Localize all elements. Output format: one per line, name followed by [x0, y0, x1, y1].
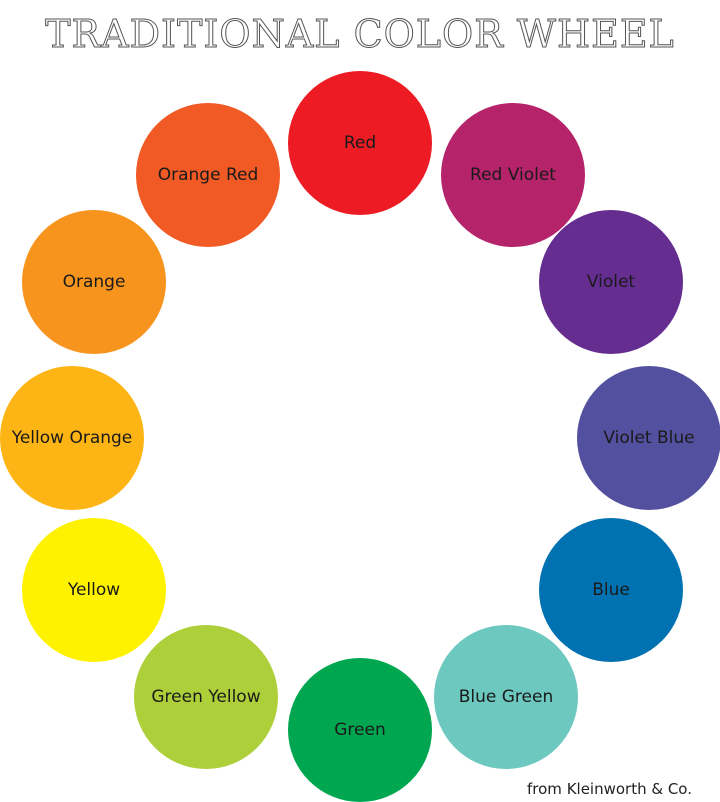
color-label: Blue Green: [458, 687, 554, 707]
color-label: Orange Red: [157, 165, 259, 185]
color-circle-yellow-orange: Yellow Orange: [0, 366, 144, 510]
color-label: Green Yellow: [151, 687, 261, 707]
color-circle-yellow: Yellow: [22, 518, 166, 662]
color-circle-blue-green: Blue Green: [434, 625, 578, 769]
color-label: Violet: [586, 272, 636, 292]
color-circle-orange-red: Orange Red: [136, 103, 280, 247]
color-circle-red-violet: Red Violet: [441, 103, 585, 247]
color-circle-green-yellow: Green Yellow: [134, 625, 278, 769]
page-title: TRADITIONAL COLOR WHEEL: [45, 12, 675, 57]
color-label: Green: [334, 720, 386, 740]
color-label: Orange: [62, 272, 126, 292]
credit-text: from Kleinworth & Co.: [527, 780, 692, 798]
color-circle-blue: Blue: [539, 518, 683, 662]
color-circle-violet: Violet: [539, 210, 683, 354]
color-label: Yellow: [67, 580, 121, 600]
color-label: Blue: [592, 580, 630, 600]
color-label: Yellow Orange: [11, 428, 133, 448]
color-label: Violet Blue: [603, 428, 695, 448]
color-label: Red: [343, 133, 377, 153]
color-circle-green: Green: [288, 658, 432, 802]
color-circle-orange: Orange: [22, 210, 166, 354]
color-circle-violet-blue: Violet Blue: [577, 366, 720, 510]
color-circle-red: Red: [288, 71, 432, 215]
color-label: Red Violet: [470, 165, 556, 185]
